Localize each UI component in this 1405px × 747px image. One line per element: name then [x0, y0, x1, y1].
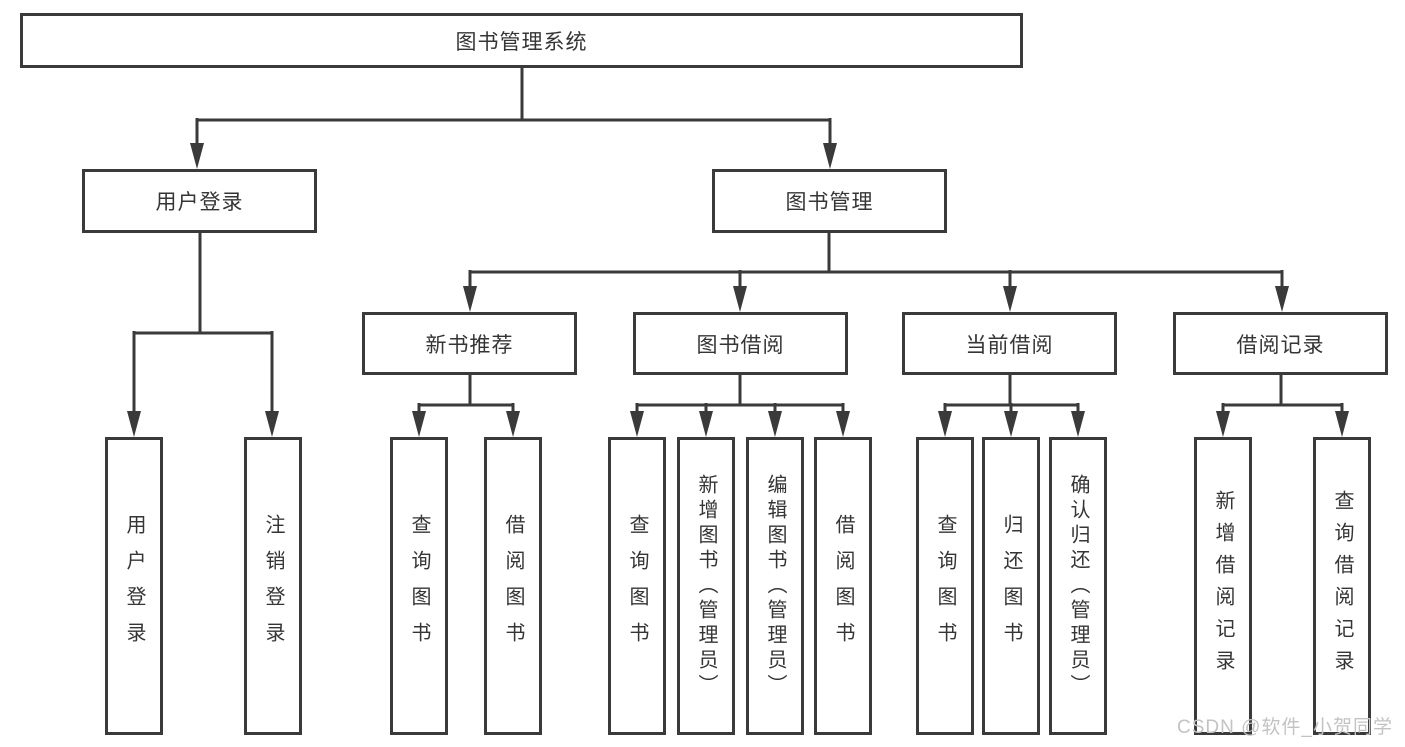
- leaf-query-book-recommend-label: 查询图书: [408, 514, 430, 658]
- node-book-management: 图书管理: [712, 169, 947, 233]
- leaf-user-login: 用户登录: [105, 437, 163, 735]
- node-book-borrow-label: 图书借阅: [696, 333, 785, 357]
- node-current-borrow-label: 当前借阅: [965, 333, 1054, 357]
- node-borrow-record-label: 借阅记录: [1236, 333, 1325, 357]
- leaf-query-book-recommend: 查询图书: [390, 437, 448, 735]
- leaf-confirm-return-admin-label: 确认归还（管理员）: [1067, 473, 1089, 699]
- leaf-confirm-return-admin: 确认归还（管理员）: [1049, 437, 1107, 735]
- leaf-return-book: 归还图书: [982, 437, 1040, 735]
- node-new-book-recommend-label: 新书推荐: [425, 333, 514, 357]
- arrowhead-icons: [127, 143, 1349, 437]
- leaf-return-book-label: 归还图书: [1000, 514, 1022, 658]
- leaf-add-borrow-record: 新增借阅记录: [1194, 437, 1252, 735]
- leaf-borrow-book-recommend: 借阅图书: [484, 437, 542, 735]
- node-root-system: 图书管理系统: [20, 13, 1023, 68]
- leaf-user-login-label: 用户登录: [123, 514, 145, 658]
- leaf-edit-book-admin: 编辑图书（管理员）: [746, 437, 804, 735]
- leaf-add-book-admin: 新增图书（管理员）: [677, 437, 735, 735]
- node-user-login: 用户登录: [82, 169, 317, 233]
- node-user-login-label: 用户登录: [155, 191, 244, 214]
- node-book-management-label: 图书管理: [785, 191, 874, 214]
- leaf-query-borrow-record: 查询借阅记录: [1313, 437, 1371, 735]
- leaf-query-book-current: 查询图书: [916, 437, 974, 735]
- leaf-add-book-admin-label: 新增图书（管理员）: [695, 473, 717, 699]
- leaf-borrow-book: 借阅图书: [814, 437, 872, 735]
- leaf-logout-label: 注销登录: [262, 514, 284, 658]
- leaf-add-borrow-record-label: 新增借阅记录: [1212, 490, 1234, 682]
- leaf-edit-book-admin-label: 编辑图书（管理员）: [764, 473, 786, 699]
- node-book-borrow: 图书借阅: [633, 312, 848, 375]
- node-current-borrow: 当前借阅: [902, 312, 1117, 375]
- node-root-label: 图书管理系统: [455, 30, 588, 54]
- leaf-borrow-book-recommend-label: 借阅图书: [502, 514, 524, 658]
- leaf-borrow-book-label: 借阅图书: [832, 514, 854, 658]
- leaf-logout: 注销登录: [244, 437, 302, 735]
- leaf-query-book-borrow: 查询图书: [608, 437, 666, 735]
- leaf-query-book-borrow-label: 查询图书: [626, 514, 648, 658]
- leaf-query-book-current-label: 查询图书: [934, 514, 956, 658]
- csdn-watermark: CSDN @软件_小贺同学: [1177, 717, 1393, 738]
- leaf-query-borrow-record-label: 查询借阅记录: [1331, 490, 1353, 682]
- node-new-book-recommend: 新书推荐: [362, 312, 577, 375]
- node-borrow-record: 借阅记录: [1173, 312, 1388, 375]
